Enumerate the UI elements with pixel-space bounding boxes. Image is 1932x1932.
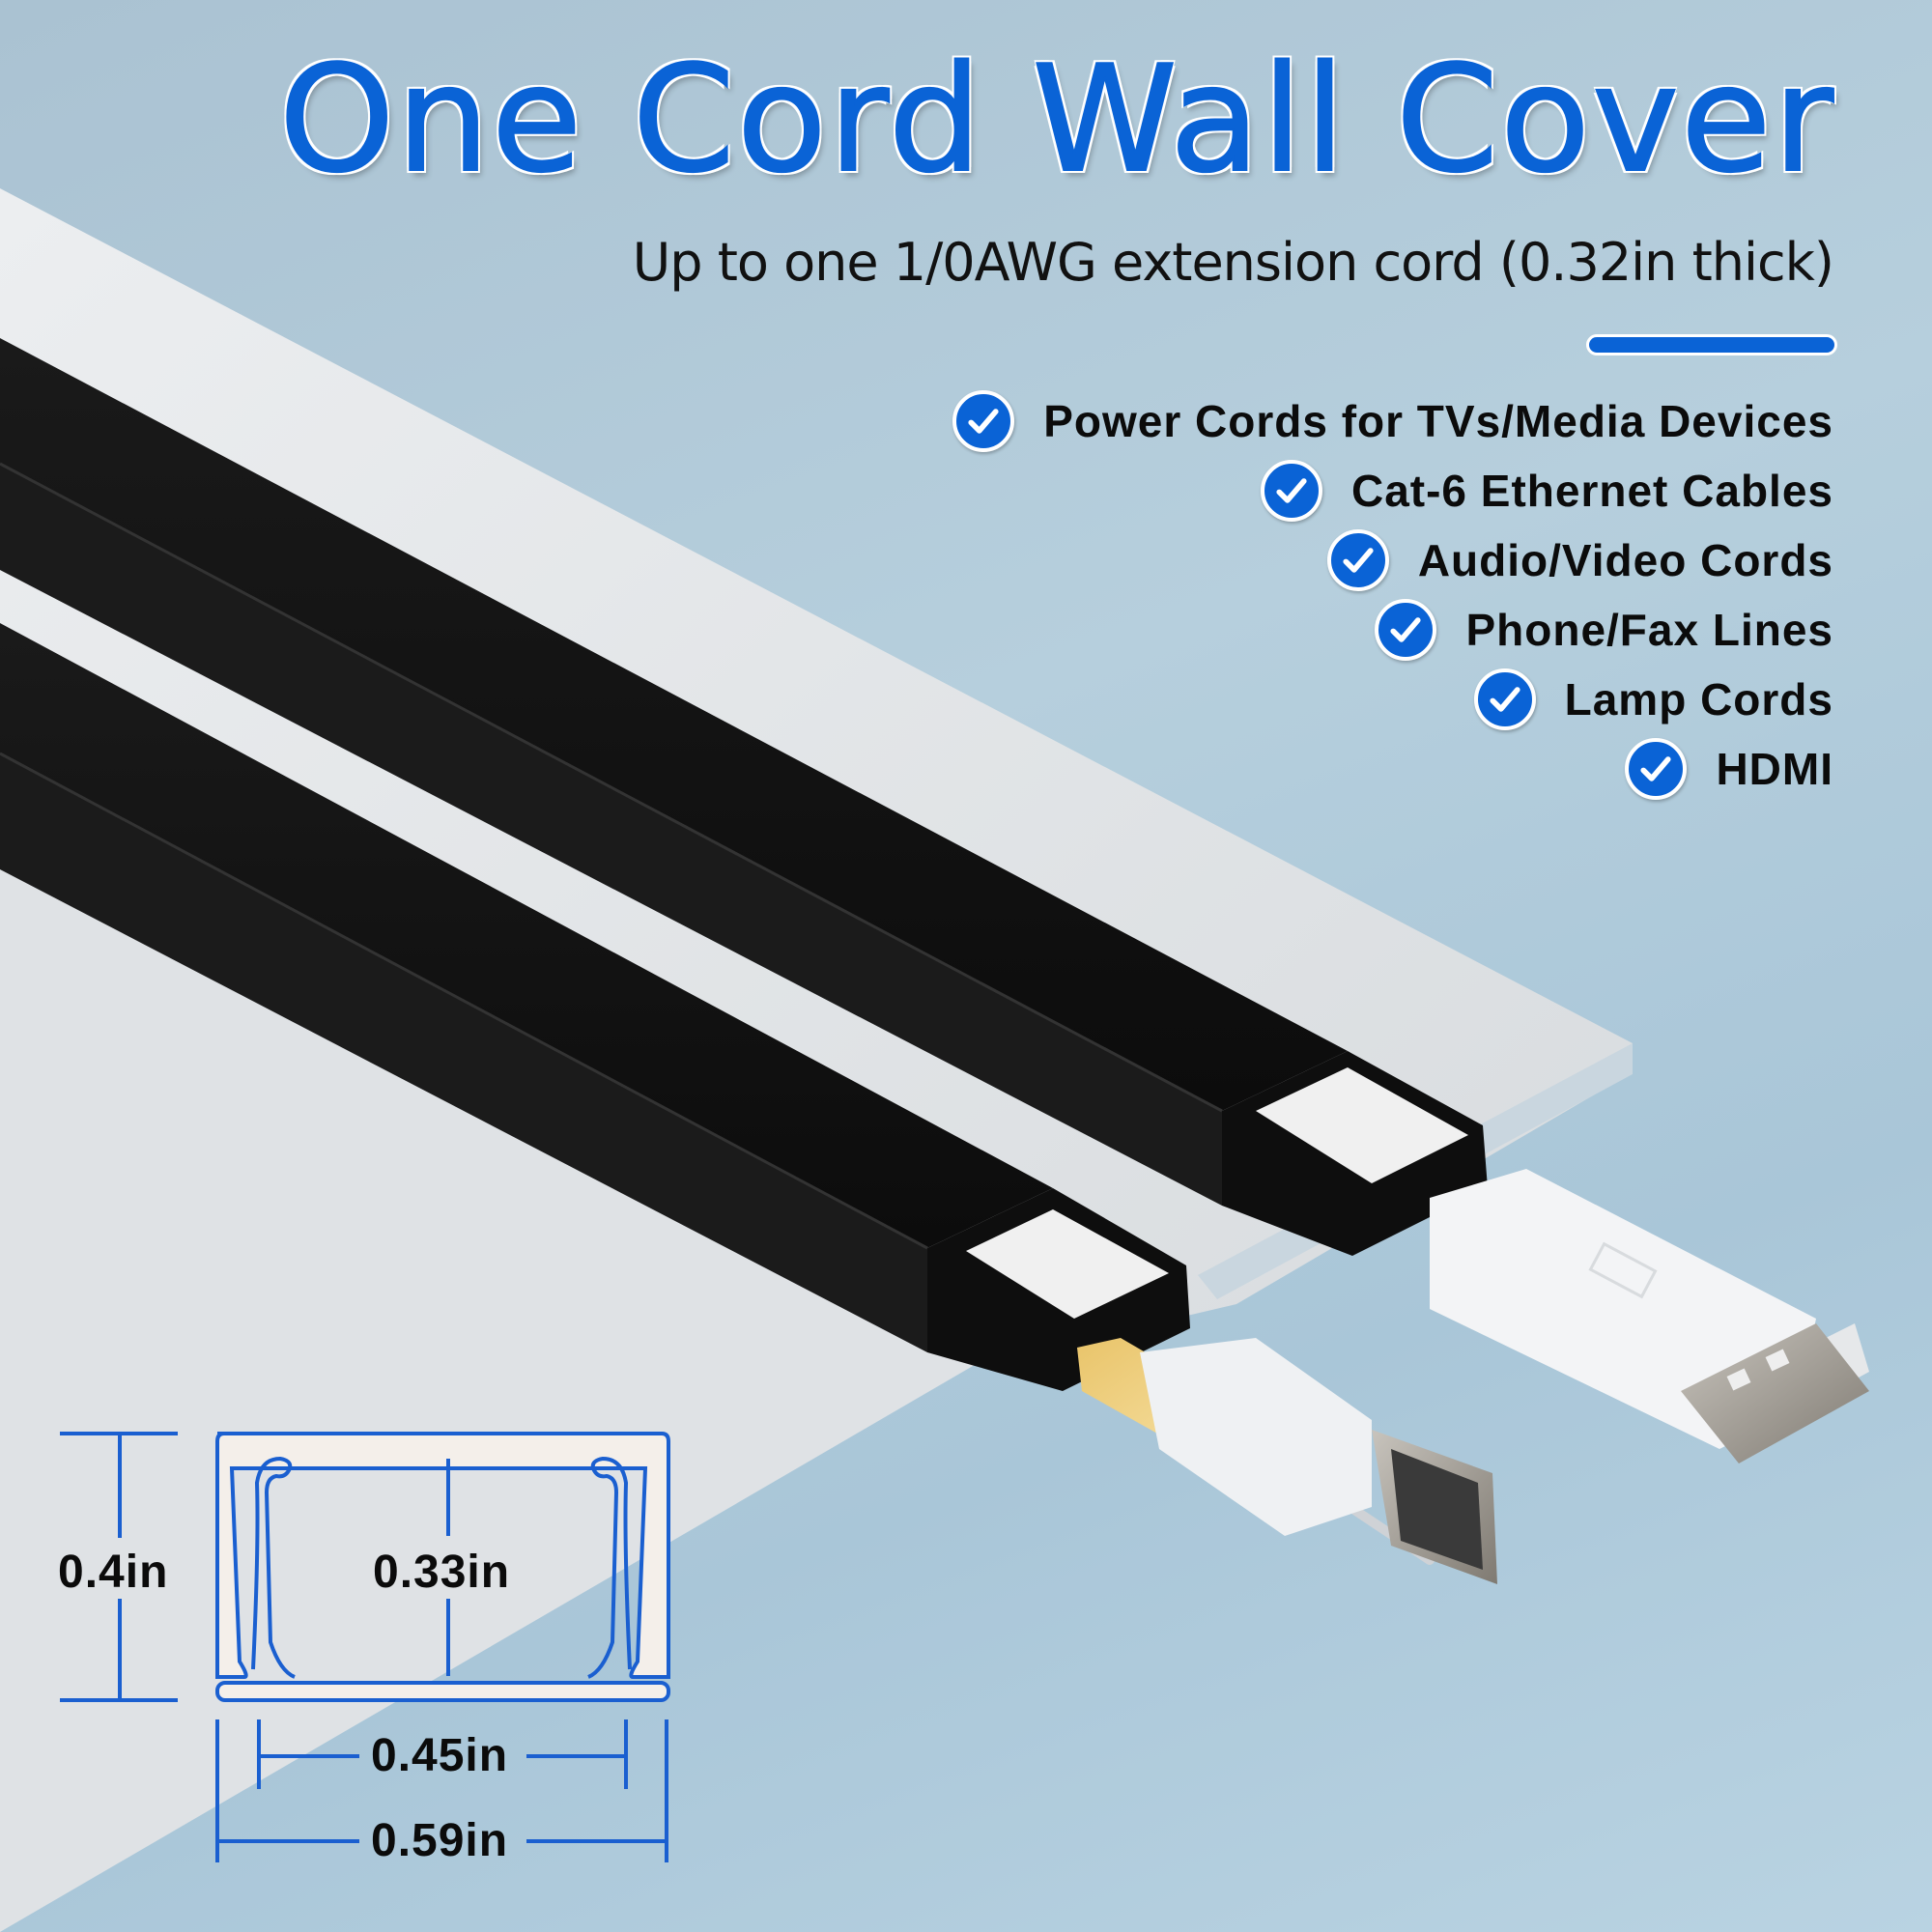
check-circle-icon bbox=[952, 390, 1015, 452]
feature-label: HDMI bbox=[1716, 744, 1833, 794]
feature-label: Phone/Fax Lines bbox=[1465, 605, 1833, 655]
check-circle-icon bbox=[1473, 668, 1536, 730]
hdmi-plug bbox=[1430, 1169, 1869, 1463]
feature-item: Cat-6 Ethernet Cables bbox=[952, 456, 1833, 526]
check-circle-icon bbox=[1260, 460, 1322, 522]
feature-item: Power Cords for TVs/Media Devices bbox=[952, 386, 1833, 456]
feature-label: Cat-6 Ethernet Cables bbox=[1350, 466, 1833, 516]
check-circle-icon bbox=[1326, 529, 1389, 591]
usb-plug bbox=[1140, 1338, 1497, 1584]
check-circle-icon bbox=[1625, 738, 1688, 800]
feature-item: HDMI bbox=[952, 734, 1833, 804]
feature-label: Lamp Cords bbox=[1564, 674, 1833, 724]
accent-divider bbox=[1586, 334, 1837, 355]
page-subtitle: Up to one 1/0AWG extension cord (0.32in … bbox=[632, 232, 1834, 293]
feature-list: Power Cords for TVs/Media Devices Cat-6 … bbox=[952, 386, 1833, 804]
feature-item: Lamp Cords bbox=[952, 665, 1833, 734]
page-title: One Cord Wall Cover bbox=[278, 34, 1835, 205]
feature-label: Audio/Video Cords bbox=[1417, 535, 1833, 585]
upper-raceway bbox=[0, 338, 1488, 1256]
feature-label: Power Cords for TVs/Media Devices bbox=[1043, 396, 1833, 446]
feature-item: Phone/Fax Lines bbox=[952, 595, 1833, 665]
check-circle-icon bbox=[1375, 599, 1437, 661]
feature-item: Audio/Video Cords bbox=[952, 526, 1833, 595]
